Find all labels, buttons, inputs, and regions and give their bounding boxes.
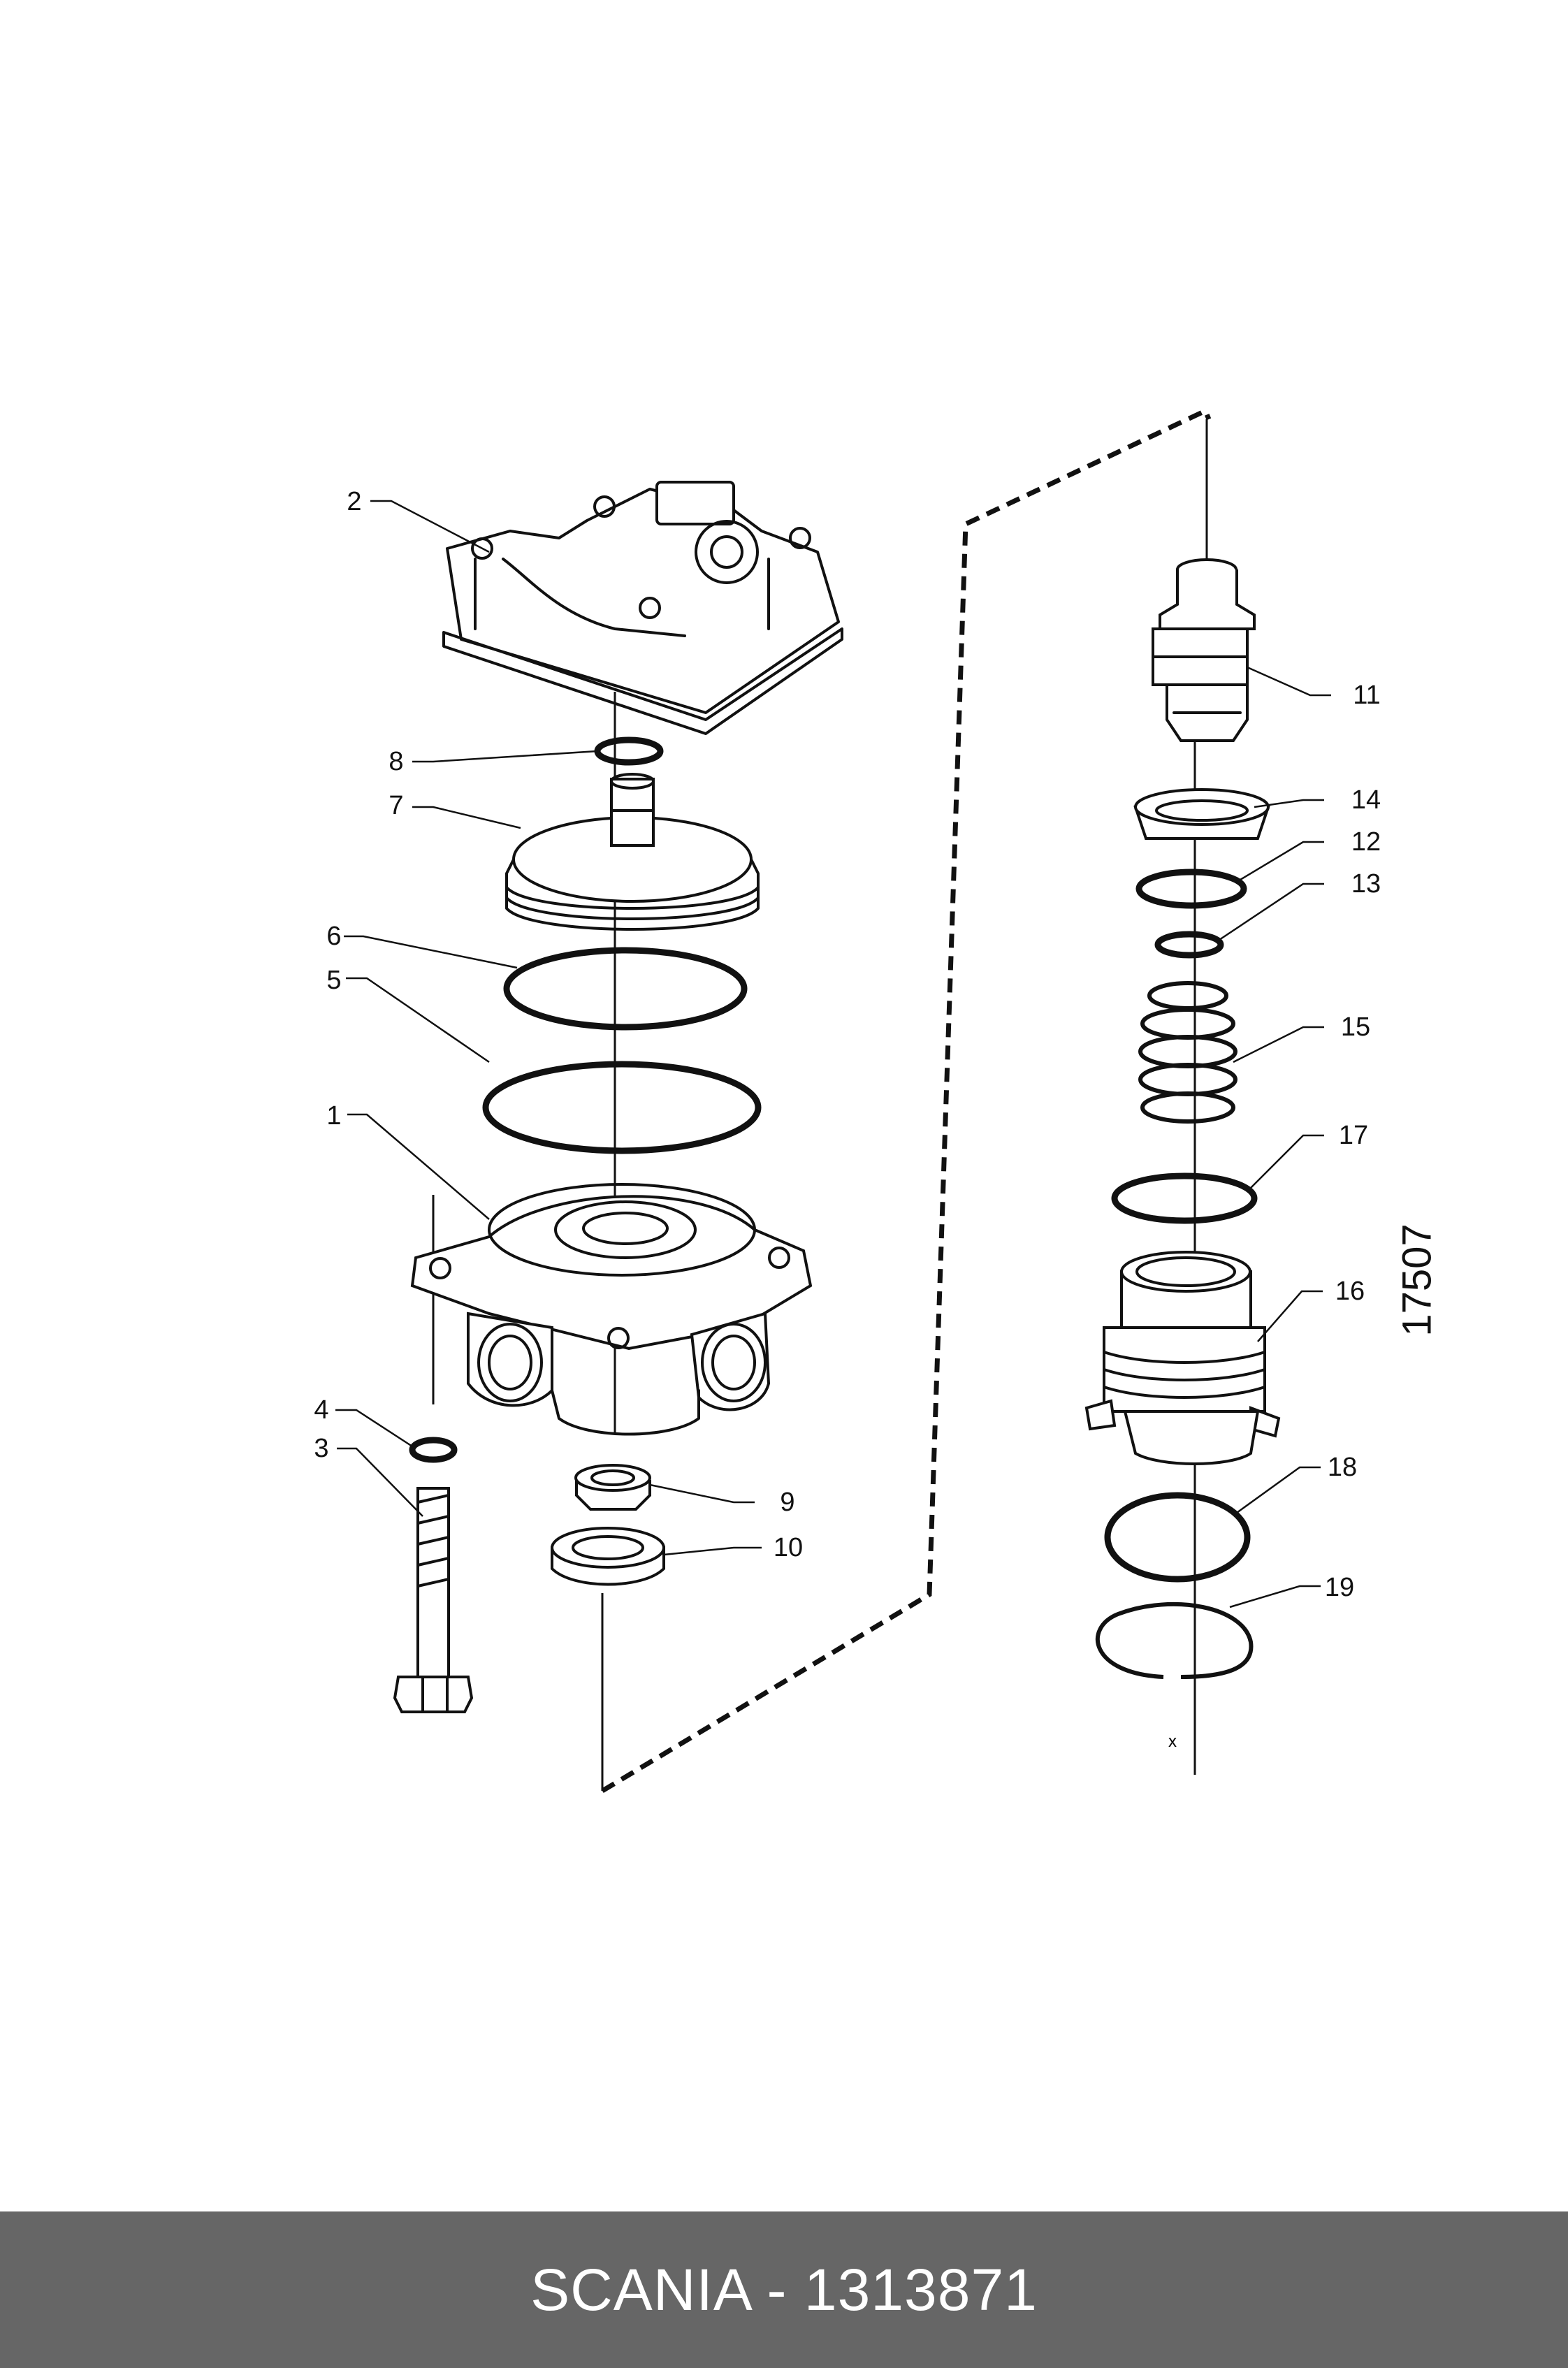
part-10-ring-seat [551, 1527, 665, 1586]
part-12-o-ring [1135, 869, 1247, 909]
part-3-bolt [393, 1487, 474, 1713]
part-4-washer [409, 1437, 458, 1463]
part-5-o-ring [482, 1061, 762, 1154]
part-11-inlet-valve [1152, 558, 1256, 742]
part-2-cover [442, 481, 843, 735]
callout-10: 10 [773, 1533, 804, 1562]
callout-4: 4 [314, 1395, 329, 1425]
part-8-small-o-ring [594, 736, 664, 766]
footer-banner: SCANIA - 1313871 [0, 2211, 1568, 2368]
callout-15: 15 [1340, 1012, 1371, 1042]
part-19-snap-ring [1096, 1601, 1254, 1679]
part-13-o-ring [1154, 931, 1224, 959]
assembly-connection-line [601, 407, 1212, 1794]
part-15-spring [1138, 981, 1237, 1124]
callout-9: 9 [780, 1488, 795, 1517]
exploded-parts-diagram: x 2 8 7 6 5 1 4 3 9 10 11 [314, 407, 1440, 1794]
part-14-retainer [1133, 788, 1270, 840]
part-16-valve-guide [1084, 1251, 1281, 1465]
callout-7: 7 [389, 791, 404, 820]
part-1-valve-housing [410, 1183, 813, 1436]
callout-3: 3 [314, 1434, 329, 1463]
footer-part-label: SCANIA - 1313871 [530, 2256, 1038, 2323]
part-17-o-ring [1111, 1172, 1258, 1224]
part-18-o-ring [1104, 1492, 1251, 1583]
part-7-piston [505, 773, 760, 931]
callout-13: 13 [1351, 869, 1381, 899]
callout-17: 17 [1338, 1121, 1369, 1150]
callout-12: 12 [1351, 827, 1381, 857]
part-6-o-ring [503, 947, 748, 1031]
callout-8: 8 [389, 747, 404, 776]
callout-18: 18 [1327, 1453, 1358, 1482]
part-9-seat [574, 1464, 651, 1511]
leader-lines [335, 500, 1331, 1608]
callout-11: 11 [1353, 681, 1381, 710]
drawing-reference-number: 17507 [1394, 1223, 1440, 1337]
callout-5: 5 [326, 966, 342, 995]
callout-14: 14 [1351, 785, 1381, 815]
callout-19: 19 [1324, 1573, 1355, 1602]
callout-16: 16 [1335, 1277, 1365, 1306]
diagram-drawing: x [335, 407, 1331, 1794]
callout-2: 2 [347, 487, 362, 516]
axis-mark: x [1168, 1732, 1177, 1751]
callout-6: 6 [326, 922, 342, 951]
callout-1: 1 [326, 1101, 342, 1131]
